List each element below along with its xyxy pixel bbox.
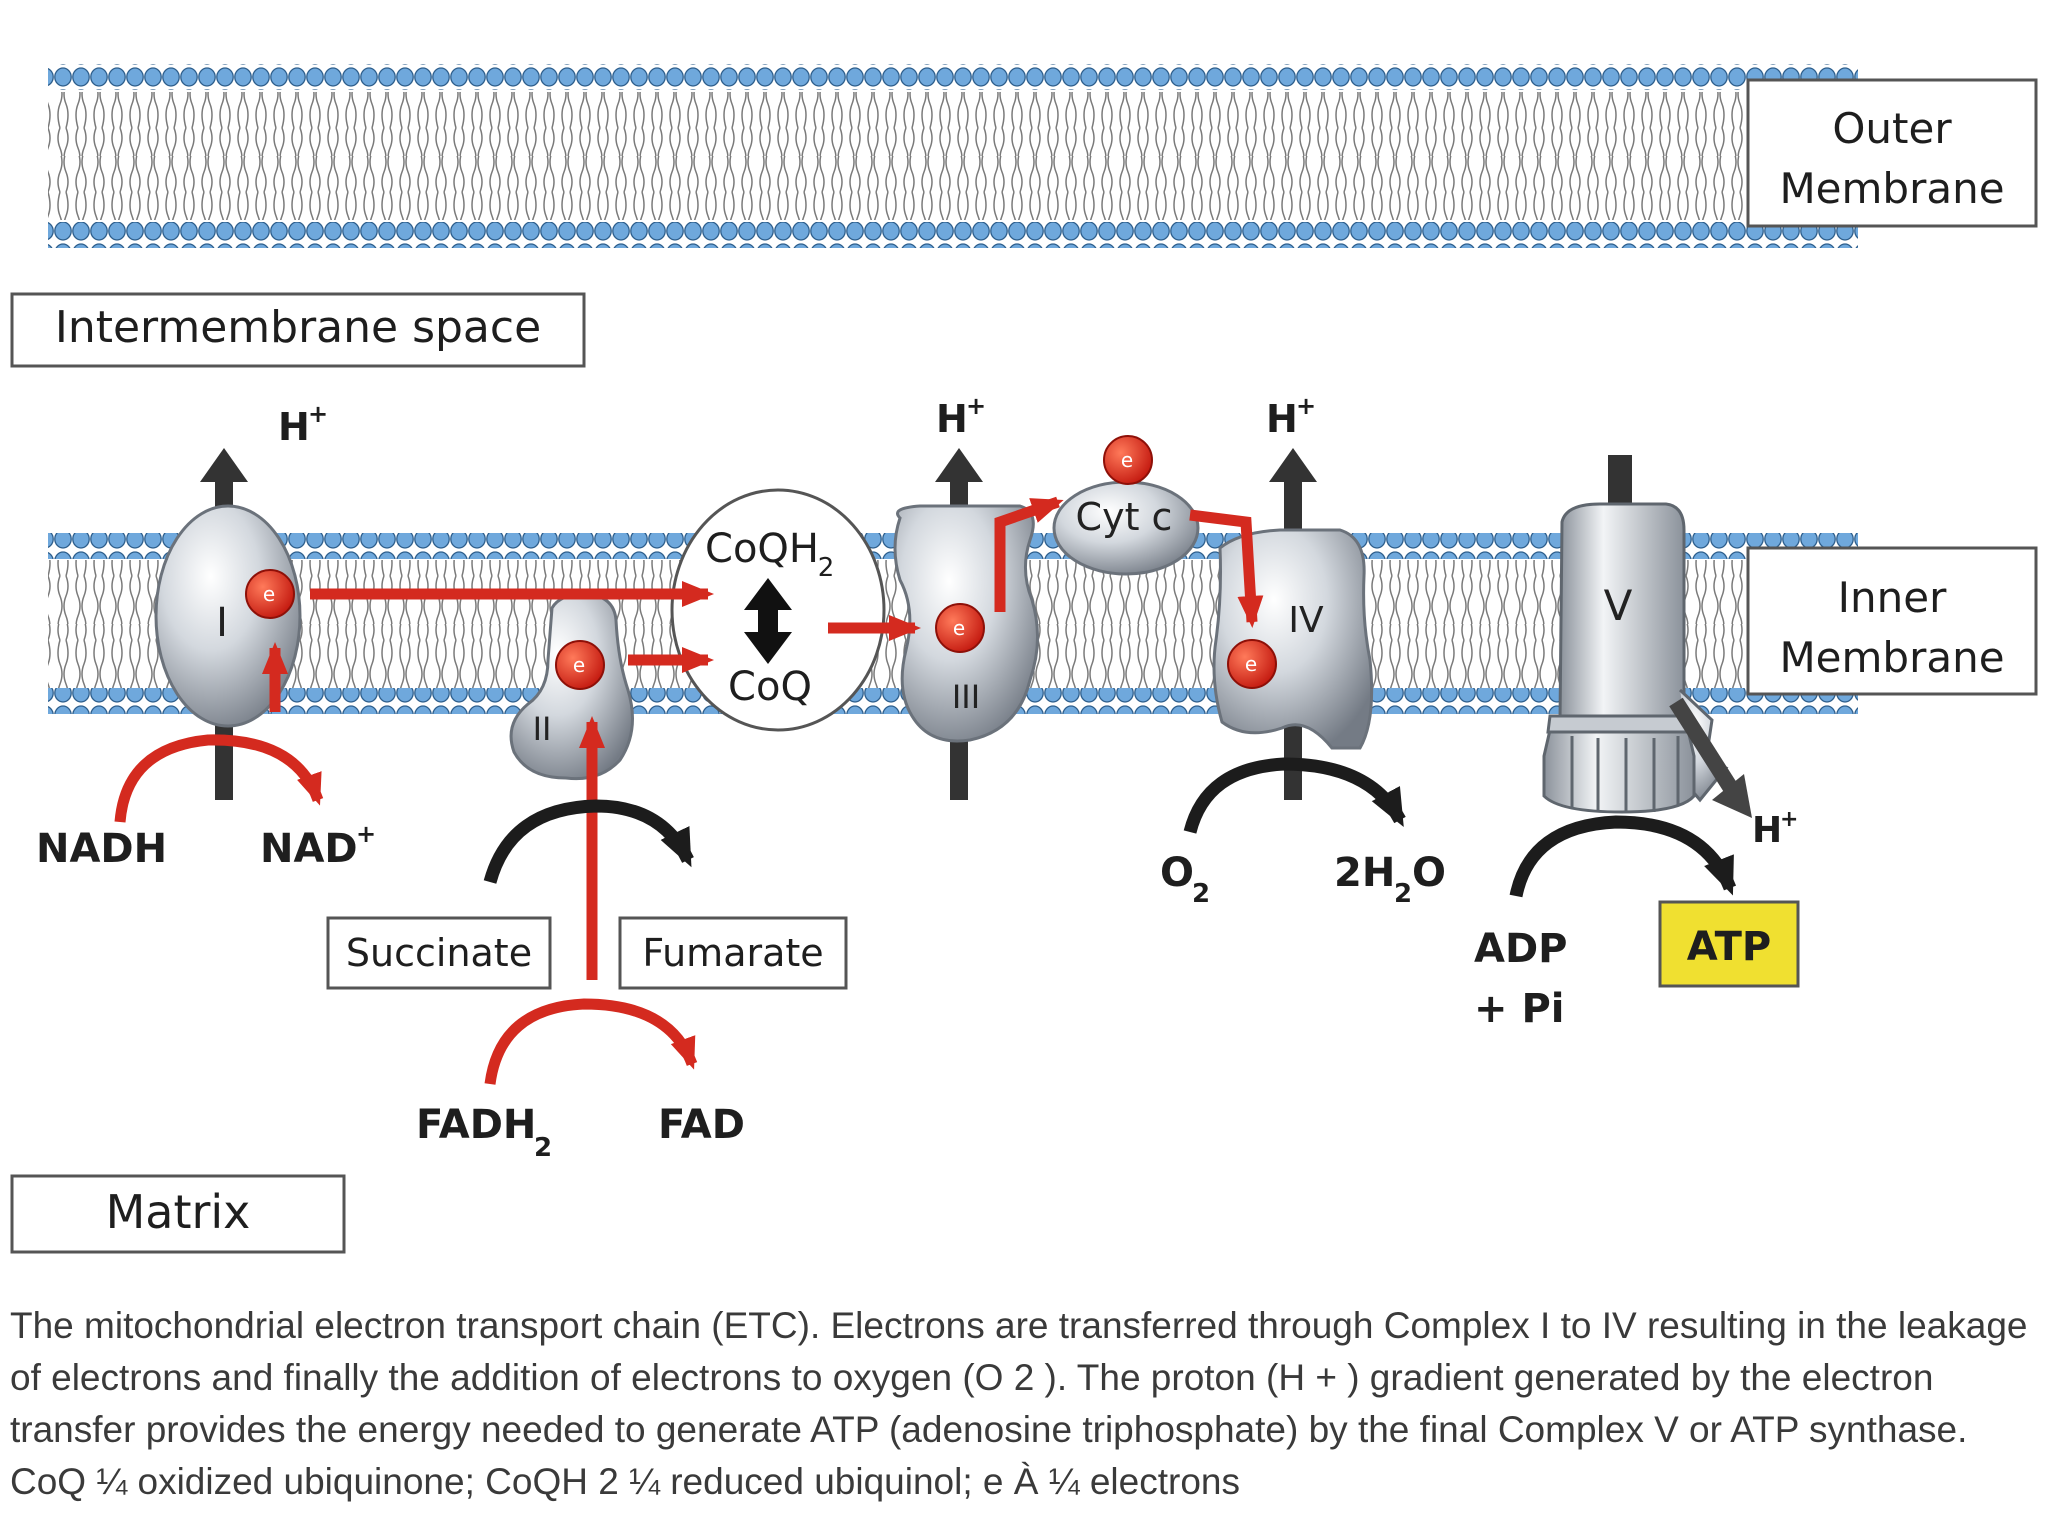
matrix-label: Matrix — [10, 1174, 346, 1254]
etc-diagram: Outer Membrane Intermembrane space Inner… — [10, 64, 2038, 1254]
svg-text:Inner: Inner — [1838, 573, 1947, 622]
svg-text:V: V — [1604, 581, 1633, 630]
svg-text:+ Pi: + Pi — [1474, 986, 1564, 1032]
svg-text:III: III — [952, 678, 980, 716]
complex-iv: IV — [1212, 528, 1374, 750]
svg-text:2: 2 — [818, 553, 835, 583]
fadh2-reaction: FADH 2 FAD — [416, 998, 745, 1163]
svg-text:2H: 2H — [1334, 850, 1395, 896]
nadh-reaction: NADH NAD + — [36, 734, 376, 872]
svg-text:O: O — [1160, 850, 1194, 896]
electron-flow-arrows — [262, 496, 1264, 980]
svg-text:e: e — [263, 582, 275, 606]
svg-text:NAD: NAD — [260, 826, 358, 872]
svg-text:+: + — [356, 820, 376, 848]
atp-box — [1658, 900, 1800, 988]
svg-text:CoQ: CoQ — [728, 664, 812, 710]
svg-text:+: + — [308, 400, 328, 428]
svg-text:Intermembrane space: Intermembrane space — [55, 302, 541, 353]
svg-text:e: e — [1121, 448, 1133, 472]
svg-text:e: e — [1245, 652, 1257, 676]
inner-membrane-label: Inner Membrane — [1746, 546, 2038, 696]
electron-icon: e — [1103, 435, 1153, 485]
outer-membrane-label: Outer Membrane — [1746, 78, 2038, 228]
electron-icon: e — [1227, 639, 1277, 689]
svg-text:NADH: NADH — [36, 826, 167, 872]
electron-markers: e e e e e — [245, 435, 1277, 690]
svg-text:2: 2 — [1192, 879, 1210, 909]
atp-reaction: ADP + Pi ATP — [1474, 815, 1800, 1032]
svg-text:Membrane: Membrane — [1779, 633, 2004, 682]
svg-text:H: H — [1266, 397, 1298, 441]
svg-text:ADP: ADP — [1474, 926, 1567, 972]
atp-synthase-proton-arrow — [1669, 697, 1752, 818]
complex-v: V — [1542, 455, 1729, 814]
outer-membrane — [48, 64, 1858, 248]
svg-text:Cyt c: Cyt c — [1076, 495, 1173, 539]
svg-text:H: H — [936, 397, 968, 441]
coq-pool: CoQH 2 CoQ — [670, 488, 886, 732]
cytochrome-c: Cyt c — [1052, 480, 1200, 576]
svg-text:II: II — [533, 710, 552, 748]
electron-icon: e — [935, 603, 985, 653]
svg-text:H: H — [278, 405, 310, 449]
svg-text:ATP: ATP — [1687, 924, 1771, 970]
electron-icon: e — [245, 569, 295, 619]
svg-text:Matrix: Matrix — [106, 1185, 251, 1239]
svg-text:H: H — [1752, 810, 1782, 851]
svg-text:Succinate: Succinate — [346, 931, 532, 975]
svg-text:IV: IV — [1288, 600, 1324, 641]
proton-labels: H+ H+ H+ H+ — [278, 392, 1798, 851]
svg-text:I: I — [216, 600, 228, 646]
svg-text:e: e — [573, 653, 585, 677]
coq-exchange-icon — [744, 578, 792, 664]
svg-text:+: + — [1296, 392, 1316, 420]
svg-text:e: e — [953, 616, 965, 640]
svg-text:FAD: FAD — [658, 1102, 745, 1148]
intermembrane-space-label: Intermembrane space — [10, 292, 586, 368]
svg-text:CoQH: CoQH — [705, 526, 819, 572]
figure-caption: The mitochondrial electron transport cha… — [10, 1305, 2028, 1502]
svg-text:FADH: FADH — [416, 1102, 536, 1148]
svg-text:+: + — [966, 392, 986, 420]
svg-text:Outer: Outer — [1832, 104, 1952, 153]
svg-text:Membrane: Membrane — [1779, 164, 2004, 213]
svg-text:2: 2 — [534, 1133, 552, 1163]
svg-text:O: O — [1412, 850, 1446, 896]
svg-text:Fumarate: Fumarate — [642, 931, 823, 975]
electron-icon: e — [555, 640, 605, 690]
oxygen-reaction: O 2 2H 2 O — [1160, 757, 1446, 909]
succinate-reaction: Succinate Fumarate — [326, 799, 848, 990]
svg-text:+: + — [1780, 807, 1798, 832]
svg-text:2: 2 — [1394, 879, 1412, 909]
